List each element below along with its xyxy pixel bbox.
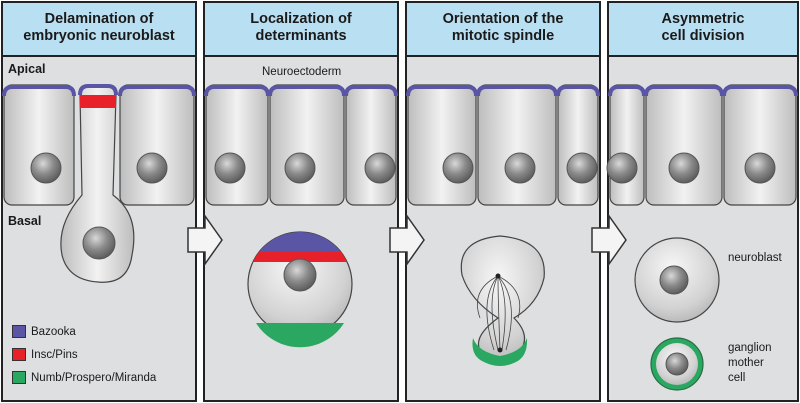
arrow-3 — [591, 213, 627, 267]
epithelium-panel-3 — [406, 84, 600, 366]
legend-label-bazooka: Bazooka — [31, 325, 76, 338]
arrow-2 — [389, 213, 425, 267]
gmc-label: ganglion mother cell — [728, 342, 772, 384]
panel-4-title: Asymmetric cell division — [661, 10, 745, 44]
panel-2-title: Localization of determinants — [250, 10, 352, 44]
epithelium-panel-2 — [204, 84, 398, 348]
legend-item-numb: Numb/Prospero/Miranda — [12, 371, 156, 384]
neuroblast-label: neuroblast — [728, 252, 782, 264]
legend-label-insc-pins: Insc/Pins — [31, 348, 78, 361]
basal-label: Basal — [8, 214, 42, 228]
legend-swatch-numb — [12, 371, 26, 384]
apical-label: Apical — [8, 62, 46, 76]
epithelium-panel-1 — [2, 84, 196, 283]
neuroectoderm-label: Neuroectoderm — [262, 66, 342, 78]
legend-swatch-bazooka — [12, 325, 26, 338]
legend-label-numb: Numb/Prospero/Miranda — [31, 371, 157, 384]
panel-3-title: Orientation of the mitotic spindle — [442, 10, 564, 44]
epithelium-panel-4 — [606, 84, 798, 391]
legend-item-insc-pins: Insc/Pins — [12, 348, 78, 361]
legend-item-bazooka: Bazooka — [12, 325, 76, 338]
legend-swatch-insc-pins — [12, 348, 26, 361]
arrow-1 — [187, 213, 223, 267]
panel-1-title: Delamination of embryonic neuroblast — [23, 10, 175, 44]
